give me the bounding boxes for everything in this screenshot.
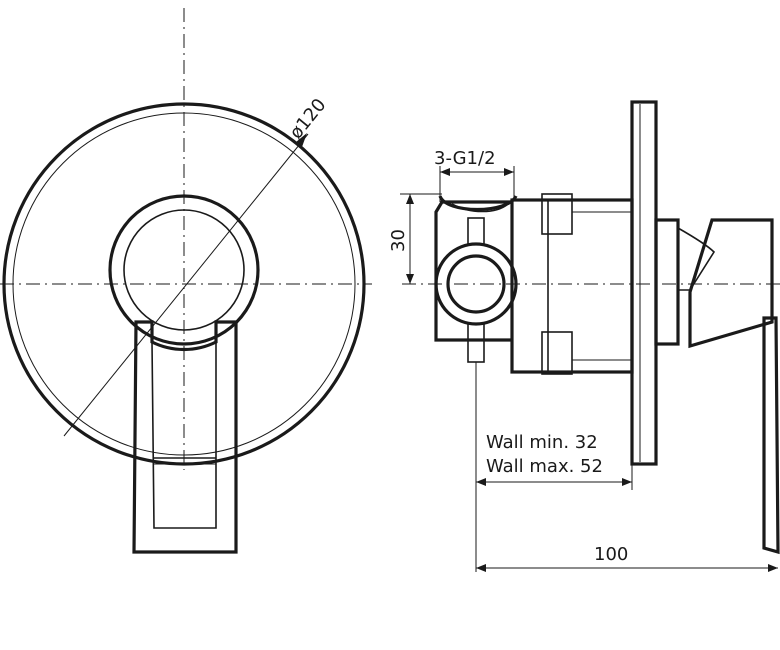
connection-label: 3-G1/2	[434, 148, 496, 169]
inlet-housing	[434, 200, 512, 342]
wall-plate	[630, 100, 658, 466]
side-view	[402, 100, 780, 555]
depth-label: 100	[594, 544, 628, 565]
wall-arrow-left	[476, 478, 486, 486]
port-stem-top	[467, 217, 485, 245]
connection-arrow-left	[440, 168, 450, 176]
wall-max-label: Wall max. 52	[486, 456, 603, 477]
side-port-inner	[446, 254, 506, 314]
height-label: 30	[388, 229, 409, 252]
depth-arrow-left	[476, 564, 486, 572]
diameter-arrow-head	[296, 133, 307, 147]
lever-handle-outline	[132, 320, 238, 554]
front-view: ø120	[0, 8, 372, 554]
side-lever	[762, 316, 780, 555]
hub-ring-inner	[123, 209, 245, 331]
cartridge-neck	[677, 227, 716, 291]
depth-arrow-right	[768, 564, 778, 572]
height-arrow-bottom	[406, 274, 414, 284]
cover-plate-inner	[12, 112, 356, 456]
diameter-leader-line	[63, 133, 309, 437]
side-handle	[688, 218, 774, 349]
wall-arrow-right	[622, 478, 632, 486]
body-boss-top	[541, 193, 573, 235]
connection-arrow-right	[504, 168, 514, 176]
lever-handle-inner	[151, 341, 217, 529]
top-inlet-port	[438, 195, 518, 211]
cartridge-collar	[654, 218, 680, 346]
body-boss-bottom	[541, 331, 573, 375]
wall-min-label: Wall min. 32	[486, 432, 598, 453]
height-arrow-top	[406, 194, 414, 204]
diameter-label: ø120	[286, 95, 331, 143]
port-stem-bottom	[467, 323, 485, 363]
dimensions: 3-G1/2 30 Wall min. 32 Wall max. 52 100	[388, 148, 778, 572]
top-inlet-port-inner	[451, 203, 509, 213]
hub-ring-outer	[108, 194, 260, 346]
